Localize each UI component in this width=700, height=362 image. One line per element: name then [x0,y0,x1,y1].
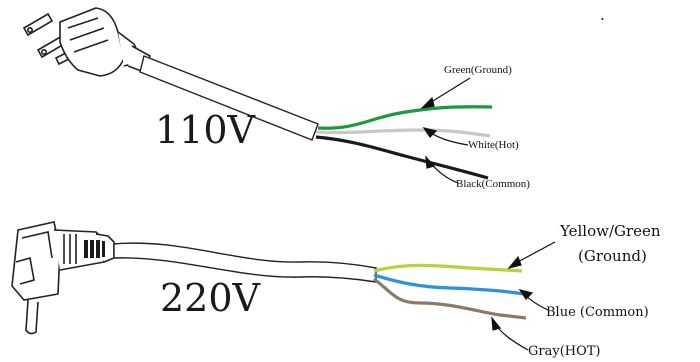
arrow-head-icon [507,255,522,270]
wire-220-hot [373,277,527,320]
label-ground-220: (Ground) [578,247,647,265]
arrow-head-icon [425,155,436,169]
label-green-ground: Green(Ground) [444,64,512,76]
arrow-head-icon [422,127,438,138]
plug-220-grip [84,240,105,258]
plug-110-body [59,7,151,77]
label-white-hot: White(Hot) [468,139,519,151]
wire-220-common [373,273,525,296]
arrow-head-icon [491,316,502,331]
voltage-110-label: 110V [155,108,256,152]
wire-110-hot [315,128,491,138]
label-black-common: Black(Common) [456,178,530,190]
label-blue-common: Blue (Common) [546,305,649,320]
arrow-yellow-green [513,241,556,265]
plug-220-group: 220V Yellow/Green (Ground) Blue (Common)… [11,221,661,359]
wire-220-ground [373,263,523,273]
label-gray-hot: Gray(HOT) [528,344,601,359]
plug-220-body [11,221,115,335]
voltage-220-label: 220V [160,276,261,320]
plug-110-group: 110V Green(Ground) White(Hot) Black(Comm… [22,7,530,190]
cord-110 [139,55,319,141]
label-yellow-green: Yellow/Green [559,222,661,240]
corner-mark: . [600,6,605,24]
wire-110-common [315,135,489,180]
wire-110-ground [317,105,493,130]
arrow-green [427,77,471,105]
arrow-head-icon [518,289,534,300]
arrow-head-icon [420,96,435,109]
